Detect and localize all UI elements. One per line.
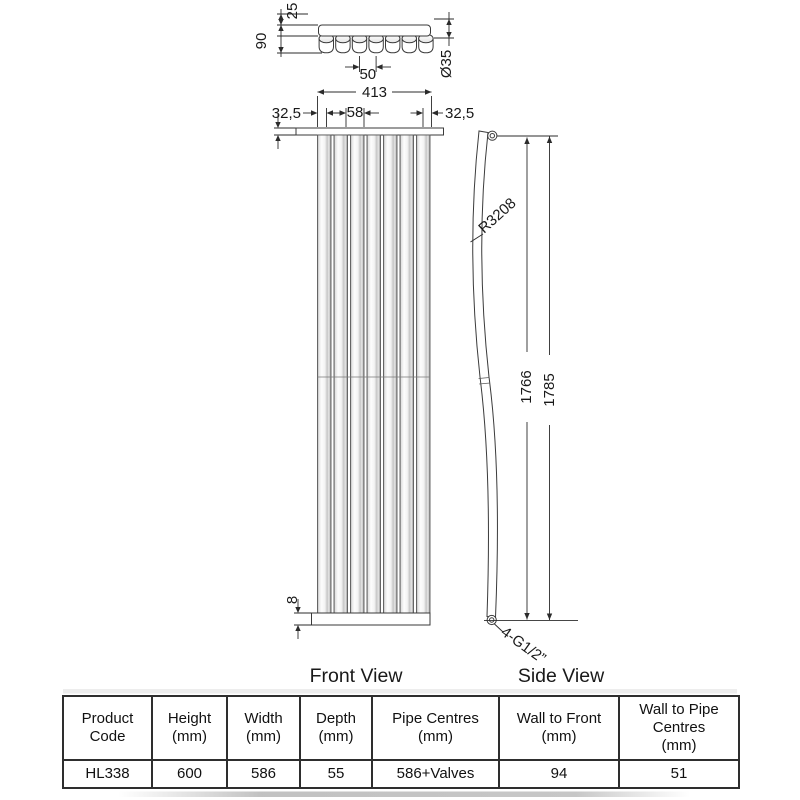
header-pipe-centres: Pipe Centres (mm): [371, 695, 500, 761]
header-product-code: Product Code: [62, 695, 153, 761]
front-panels: [317, 134, 431, 614]
dim-32-5-left: 32,5: [272, 105, 301, 122]
side-bottom-fitting: [486, 614, 497, 626]
side-top-fitting: [487, 130, 498, 141]
top-view-diameter-dimension: Ø35: [434, 12, 455, 78]
value-width: 586: [226, 759, 301, 789]
scan-artifact-bottom: [118, 791, 690, 797]
dim-25: 25: [284, 3, 301, 20]
front-top-collector: [295, 127, 444, 136]
spec-table: Product Code Height (mm) Width (mm) Dept…: [62, 695, 740, 789]
dim-90: 90: [253, 33, 270, 50]
dim-thread: 4-G1/2”: [498, 623, 549, 667]
side-view: 1766 1785 R3208 4-G1/2” Side View: [470, 130, 605, 687]
spec-table-header-row: Product Code Height (mm) Width (mm) Dept…: [62, 695, 740, 761]
scan-artifact-top: [63, 689, 737, 694]
side-height-dimensions: 1766 1785: [484, 135, 578, 622]
header-width: Width (mm): [226, 695, 301, 761]
value-wall-to-front: 94: [498, 759, 620, 789]
header-height: Height (mm): [151, 695, 228, 761]
dim-50: 50: [359, 66, 376, 83]
front-topbar-ticks: [274, 114, 297, 149]
front-width-dimension: 413: [317, 84, 432, 127]
front-bottom-bar-dimension: 8: [284, 596, 312, 639]
dim-58: 58: [347, 104, 364, 121]
spec-table-data-row: HL338 600 586 55 586+Valves 94 51: [62, 759, 740, 789]
front-bottom-collector: [311, 612, 431, 626]
value-wall-to-pipe-centres: 51: [618, 759, 740, 789]
dim-1766: 1766: [518, 370, 535, 403]
front-offset-dimensions: 32,5 58 32,5: [272, 104, 474, 127]
header-wall-to-pipe-centres: Wall to Pipe Centres (mm): [618, 695, 740, 761]
value-pipe-centres: 586+Valves: [371, 759, 500, 789]
dim-8: 8: [284, 596, 301, 604]
front-view-label: Front View: [310, 665, 404, 687]
dim-32-5-right: 32,5: [445, 105, 474, 122]
dim-413: 413: [362, 84, 387, 101]
top-view-pitch-dimension: 50: [345, 56, 391, 83]
header-wall-to-front: Wall to Front (mm): [498, 695, 620, 761]
dim-1785: 1785: [541, 373, 558, 406]
top-view-tubes: [318, 33, 434, 54]
side-joint-marks: [478, 377, 491, 385]
front-view: 413 32,5 58 32,5: [272, 84, 474, 687]
top-view: 25 90 50 Ø35: [253, 3, 455, 83]
value-depth: 55: [299, 759, 373, 789]
top-view-left-dimensions: 25 90: [253, 3, 322, 57]
value-product-code: HL338: [62, 759, 153, 789]
dim-diameter-35: Ø35: [438, 50, 455, 78]
side-thread-callout: 4-G1/2”: [494, 623, 549, 667]
side-profile: [472, 130, 498, 619]
top-view-panel: [318, 24, 431, 37]
side-view-label: Side View: [518, 665, 605, 687]
value-height: 600: [151, 759, 228, 789]
header-depth: Depth (mm): [299, 695, 373, 761]
